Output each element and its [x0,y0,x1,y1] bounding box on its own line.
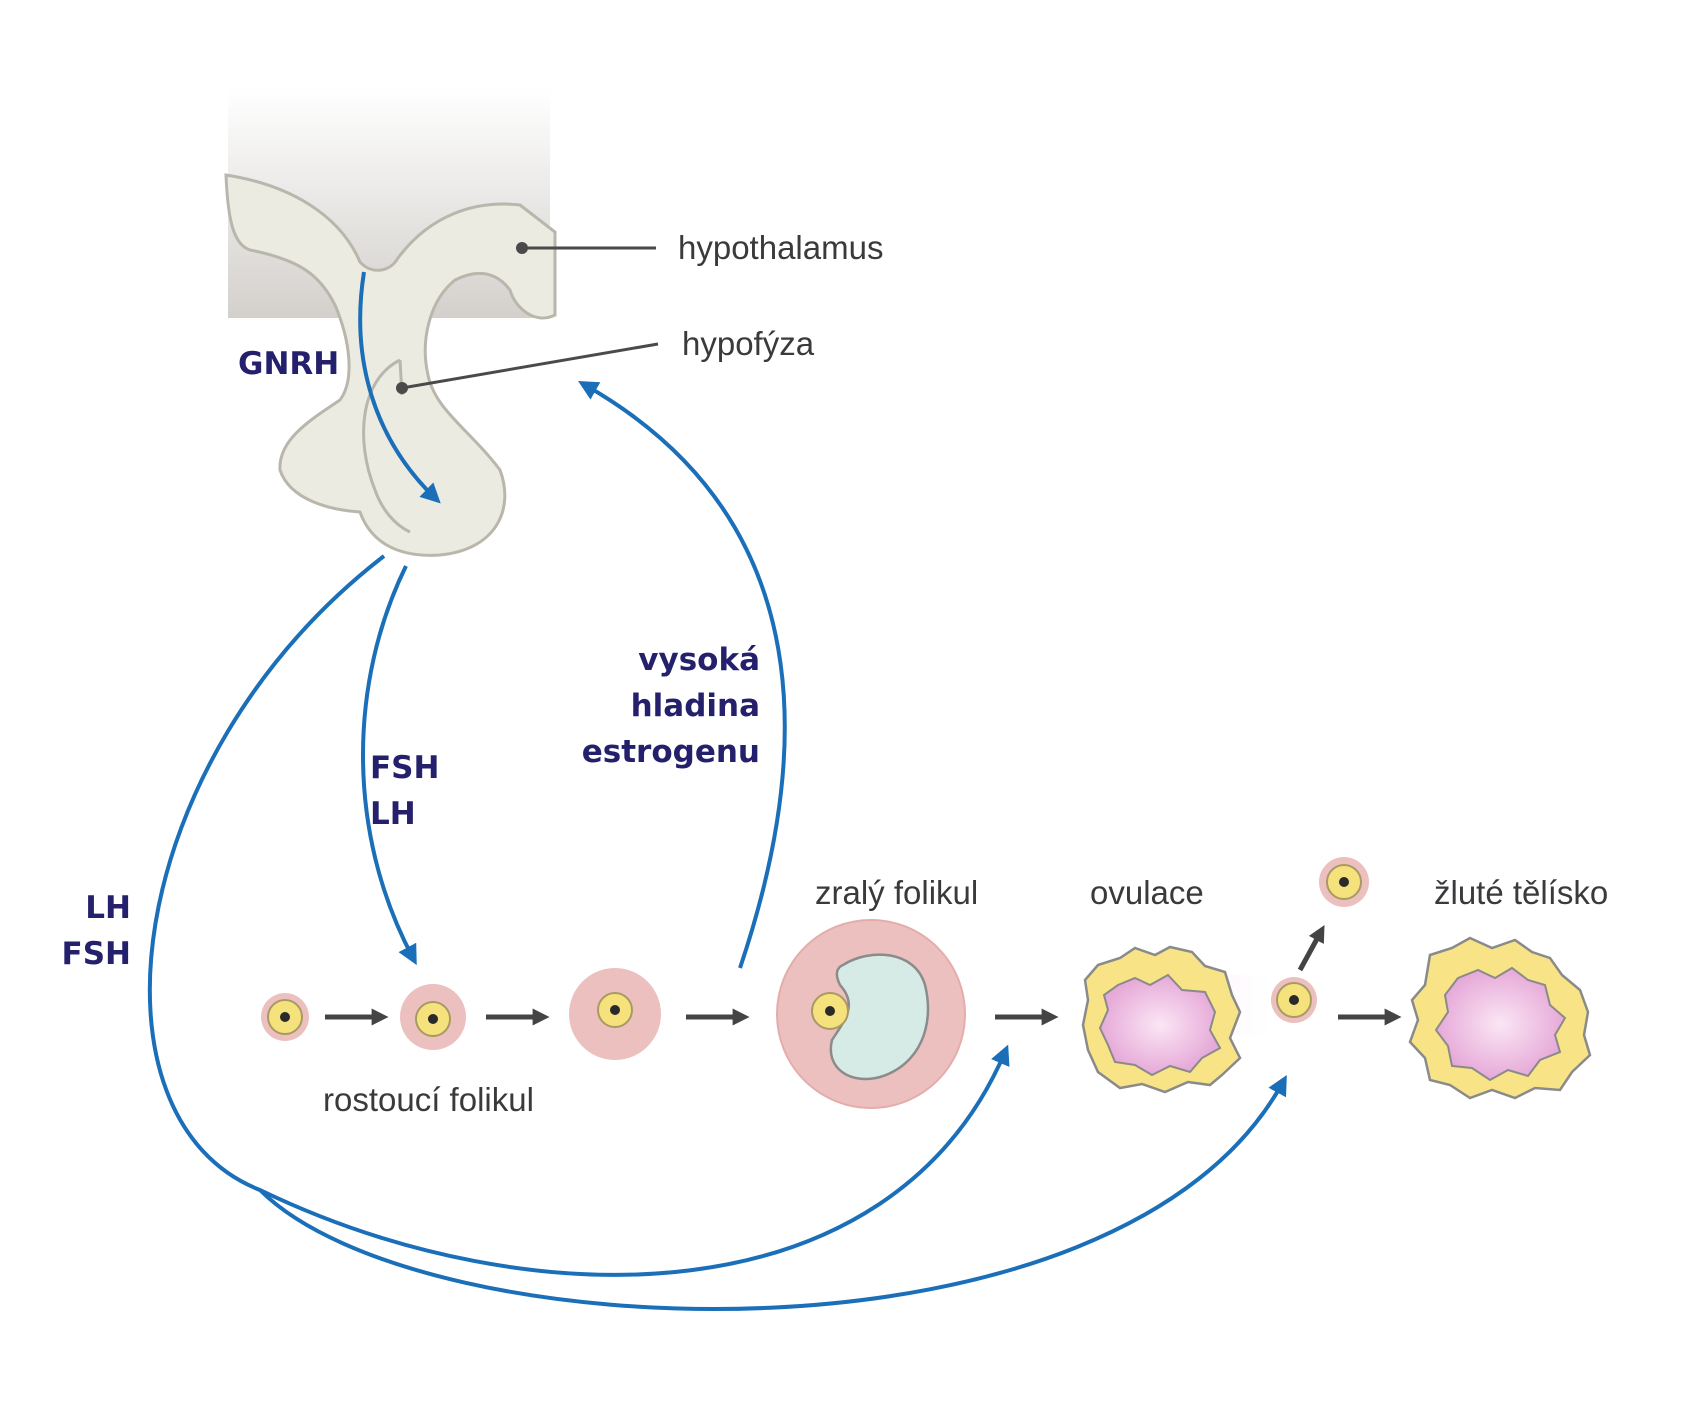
estrogen-feedback-arrow [578,381,787,969]
lh-label: LH [370,796,416,832]
corpus-luteum-label: žluté tělísko [1434,874,1608,911]
growing-follicle-label: rostoucí folikul [323,1081,534,1118]
estrogen-line-3: estrogenu [582,734,760,770]
follicle-stage-1 [261,993,309,1041]
corpus-luteum [1408,936,1592,1100]
ovulating-follicle [1081,945,1317,1094]
hypothalamus-label: hypothalamus [678,229,883,266]
gnrh-arrow [358,271,441,504]
pituitary-lobe-line [362,358,411,534]
release-arrow [1297,925,1325,972]
estrogen-line-1: vysoká [638,642,760,678]
hypothalamus-dot [516,242,528,254]
lh-fsh-corpus-arrow [258,1074,1287,1311]
estrogen-line-2: hladina [631,688,760,724]
lh-label-left: LH [85,890,131,926]
follicle-stage-2 [400,984,466,1050]
hypophysis-label: hypofýza [682,325,815,362]
mature-follicle [776,919,966,1109]
ovulation-label: ovulace [1090,874,1204,911]
fsh-lh-arrow [361,565,417,966]
fsh-label-left: FSH [62,936,131,972]
gnrh-label: GNRH [238,346,339,382]
released-oocyte [1319,857,1369,907]
follicle-stage-3 [569,968,661,1060]
hypophysis-dot [396,382,408,394]
mature-follicle-label: zralý folikul [815,874,978,911]
fsh-label: FSH [370,750,439,786]
lh-fsh-ovulation-arrow [147,554,1010,1277]
hypophysis-leader [401,342,659,390]
